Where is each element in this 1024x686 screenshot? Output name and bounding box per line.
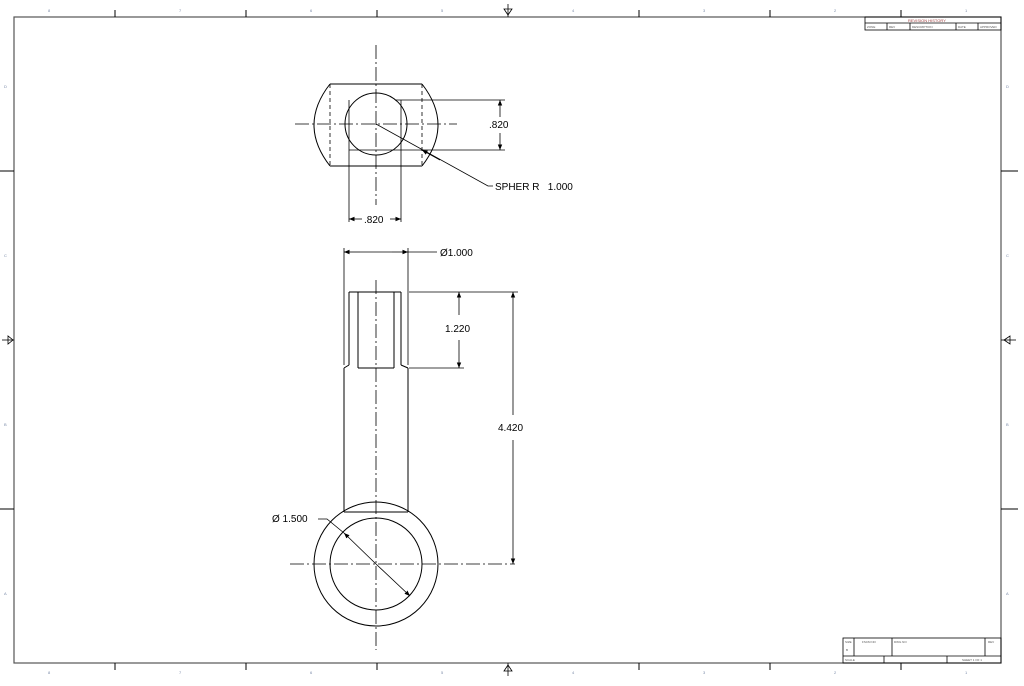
bore-depth-dimension: 1.220 bbox=[445, 324, 470, 335]
svg-text:2: 2 bbox=[834, 670, 837, 675]
svg-text:D: D bbox=[4, 84, 7, 89]
svg-text:4: 4 bbox=[572, 670, 575, 675]
svg-text:7: 7 bbox=[179, 8, 182, 13]
svg-text:REVISION HISTORY: REVISION HISTORY bbox=[908, 18, 946, 23]
svg-text:8: 8 bbox=[48, 670, 51, 675]
svg-text:5: 5 bbox=[441, 8, 444, 13]
svg-text:DWG NO: DWG NO bbox=[894, 640, 907, 644]
zone-labels-side: D C B A D C B A bbox=[4, 84, 1009, 596]
svg-text:SHEET 1 OF 1: SHEET 1 OF 1 bbox=[962, 658, 982, 662]
front-view: Ø1.000 1.220 4.420 Ø 1.500 bbox=[272, 248, 523, 650]
centering-mark-icon bbox=[2, 4, 1016, 676]
sphere-radius-note: SPHER R 1.000 bbox=[495, 182, 573, 193]
svg-text:3: 3 bbox=[703, 8, 706, 13]
svg-text:5: 5 bbox=[441, 670, 444, 675]
sheet-border: 8 7 6 5 4 3 2 1 8 7 6 5 4 3 2 1 D C B A … bbox=[0, 4, 1018, 676]
height-dimension: .820 bbox=[489, 120, 509, 131]
svg-text:ZONE: ZONE bbox=[867, 25, 875, 29]
svg-text:DESCRIPTION: DESCRIPTION bbox=[912, 25, 933, 29]
svg-text:SIZE: SIZE bbox=[845, 640, 852, 644]
svg-text:C: C bbox=[1006, 253, 1009, 258]
width-dimension: .820 bbox=[364, 215, 384, 226]
svg-text:D: D bbox=[1006, 84, 1009, 89]
svg-text:DATE: DATE bbox=[958, 25, 966, 29]
svg-text:A: A bbox=[4, 591, 7, 596]
svg-text:C: C bbox=[4, 253, 7, 258]
svg-text:8: 8 bbox=[48, 8, 51, 13]
svg-text:1: 1 bbox=[965, 670, 968, 675]
title-block: SIZE B FSCM NO DWG NO REV SCALE SHEET 1 … bbox=[842, 637, 1002, 664]
top-view: .820 .820 SPHER R 1.000 bbox=[295, 45, 573, 226]
svg-text:6: 6 bbox=[310, 8, 313, 13]
svg-text:B: B bbox=[4, 422, 7, 427]
svg-text:B: B bbox=[1006, 422, 1009, 427]
svg-text:3: 3 bbox=[703, 670, 706, 675]
svg-text:6: 6 bbox=[310, 670, 313, 675]
svg-text:4: 4 bbox=[572, 8, 575, 13]
top-diameter-dimension: Ø1.000 bbox=[440, 248, 473, 259]
svg-text:1: 1 bbox=[965, 8, 968, 13]
svg-text:FSCM NO: FSCM NO bbox=[862, 640, 876, 644]
zone-labels-bottom: 8 7 6 5 4 3 2 1 bbox=[48, 670, 968, 675]
svg-text:SCALE: SCALE bbox=[845, 658, 855, 662]
svg-text:B: B bbox=[846, 648, 848, 652]
length-dimension: 4.420 bbox=[498, 423, 523, 434]
zone-labels-top: 8 7 6 5 4 3 2 1 bbox=[48, 8, 968, 13]
eye-diameter-dimension: Ø 1.500 bbox=[272, 514, 308, 525]
svg-text:7: 7 bbox=[179, 670, 182, 675]
svg-text:REV: REV bbox=[889, 25, 895, 29]
svg-text:REV: REV bbox=[988, 640, 994, 644]
svg-text:2: 2 bbox=[834, 8, 837, 13]
revision-block: REVISION HISTORY ZONE REV DESCRIPTION DA… bbox=[864, 16, 1002, 31]
svg-text:APPROVED: APPROVED bbox=[980, 25, 998, 29]
svg-text:A: A bbox=[1006, 591, 1009, 596]
